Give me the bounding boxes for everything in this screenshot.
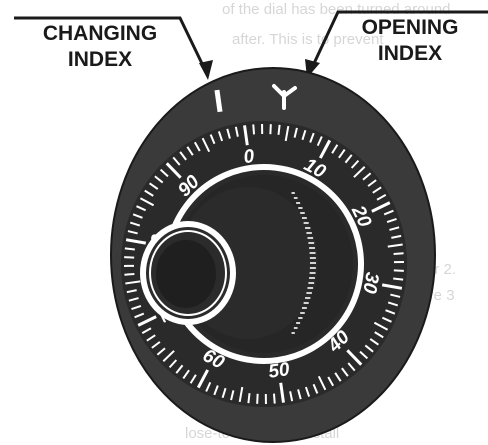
changing-index-label-line1: CHANGING bbox=[43, 22, 157, 45]
dial-tick bbox=[394, 253, 404, 255]
dial-tick bbox=[265, 394, 268, 404]
opening-index-label-line2: INDEX bbox=[378, 42, 442, 65]
dial-tick bbox=[124, 265, 134, 268]
dial-tick bbox=[273, 394, 275, 404]
dial-tick bbox=[261, 124, 264, 134]
knob-cap-center bbox=[156, 240, 216, 308]
changing-index-label-line2: INDEX bbox=[68, 48, 132, 71]
changing-index-callout: CHANGING INDEX bbox=[14, 18, 213, 80]
dial-tick bbox=[253, 124, 255, 134]
dial-tick bbox=[394, 261, 404, 264]
dial-tick bbox=[124, 273, 134, 275]
changing-index-arrowhead bbox=[199, 60, 213, 80]
opening-index-label-line1: OPENING bbox=[362, 16, 459, 39]
